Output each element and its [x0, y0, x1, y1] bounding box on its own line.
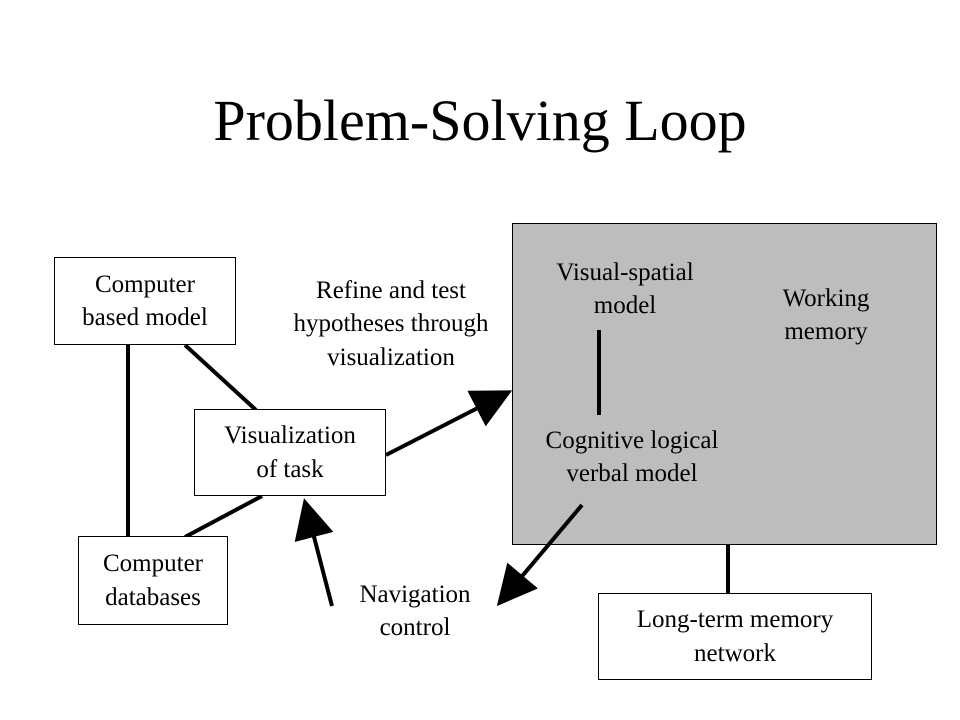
databases-line1: Computer [103, 550, 203, 578]
navigation-label: Navigation control [330, 578, 500, 645]
visualization-line1: Visualization [224, 422, 356, 450]
long-term-memory-box: Long-term memory network [598, 593, 872, 680]
visual-spatial-label: Visual-spatial model [520, 256, 730, 323]
long-term-memory-line1: Long-term memory [636, 606, 834, 634]
arrow-navigation-to-visualization [294, 498, 334, 607]
navigation-line2: control [379, 614, 451, 642]
refine-label: Refine and test hypotheses through visua… [262, 274, 520, 374]
cognitive-logical-line2: verbal model [566, 460, 698, 488]
line-visualization-to-databases [184, 494, 263, 539]
navigation-line1: Navigation [359, 581, 471, 608]
databases-line2: databases [105, 583, 201, 611]
visual-spatial-line1: Visual-spatial [556, 259, 694, 286]
visualization-box: Visualization of task [194, 409, 386, 496]
visualization-line2: of task [256, 455, 324, 483]
refine-line3: visualization [327, 343, 455, 371]
working-memory-line2: memory [784, 318, 868, 346]
computer-model-line2: based model [82, 304, 208, 331]
computer-model-box: Computer based model [54, 257, 236, 345]
refine-line2: hypotheses through [293, 310, 489, 338]
refine-line1: Refine and test [316, 277, 466, 304]
arrow-visualization-to-working-memory [385, 390, 513, 457]
working-memory-label: Working memory [746, 282, 906, 349]
cognitive-logical-label: Cognitive logical verbal model [512, 424, 752, 491]
visual-spatial-line2: model [593, 292, 657, 320]
working-memory-panel [512, 223, 937, 545]
line-model-to-visualization [183, 343, 258, 412]
arrow-cognitive-to-navigation [496, 503, 584, 607]
long-term-memory-line2: network [694, 639, 776, 667]
computer-model-line1: Computer [94, 270, 195, 298]
working-memory-line1: Working [782, 285, 870, 312]
databases-box: Computer databases [78, 536, 228, 625]
cognitive-logical-line1: Cognitive logical [545, 427, 719, 454]
slide-title: Problem-Solving Loop [213, 88, 747, 153]
